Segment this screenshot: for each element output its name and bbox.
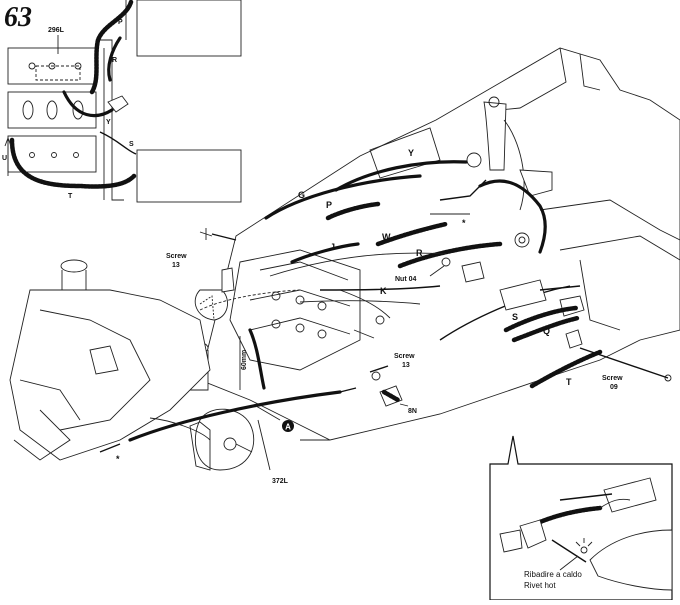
callout-60mm: 60mm xyxy=(241,350,248,370)
inset-box-lower xyxy=(136,149,242,203)
cable-t xyxy=(529,349,603,389)
inset-label-y: Y xyxy=(106,119,111,126)
cable-y xyxy=(334,160,468,192)
callout-screw13-a-line2: 13 xyxy=(172,262,180,269)
callout-screw13-b-line1: Screw xyxy=(394,353,415,360)
label-g: G xyxy=(298,190,305,200)
callout-8n: 8N xyxy=(408,408,417,415)
engine-assembly xyxy=(9,249,585,471)
callout-screw09-line1: Screw xyxy=(602,375,623,382)
cable-w xyxy=(375,221,449,247)
main-labels: Y G P W J R K S Q T * xyxy=(298,148,572,387)
inset-label-r: R xyxy=(112,57,117,64)
label-asterisk: * xyxy=(462,218,466,228)
inset-label-t: T xyxy=(68,193,73,200)
cable-60mm xyxy=(248,328,266,390)
inset-length-label: 296L xyxy=(48,27,65,34)
cable-q xyxy=(511,315,581,343)
marker-a-circle xyxy=(282,420,294,432)
inset-dashed-box xyxy=(35,65,81,81)
cable-s xyxy=(503,305,579,333)
cable-g xyxy=(264,174,422,220)
label-p: P xyxy=(326,200,332,210)
inset-label-s: S xyxy=(129,141,134,148)
cable-k xyxy=(319,285,441,291)
inset-cable-p xyxy=(89,0,134,95)
cable-p xyxy=(325,201,381,221)
inset-cable-t xyxy=(9,137,137,189)
inset-label-p: P xyxy=(118,19,123,26)
inset-bracket xyxy=(107,95,129,113)
callout-screw09-line2: 09 xyxy=(610,384,618,391)
callouts: Screw 13 Nut 04 Screw 13 Screw 09 60mm 8… xyxy=(116,228,623,485)
inset-top-left: 296L P R Y S U T xyxy=(2,0,242,203)
callout-372l: 372L xyxy=(272,478,289,485)
callout-screw13-a-line1: Screw xyxy=(166,253,187,260)
chassis-body xyxy=(199,47,680,441)
inset-cable-r xyxy=(107,36,122,82)
marker-a-text: A xyxy=(285,423,291,432)
inset-box-upper xyxy=(136,0,242,57)
label-r: R xyxy=(416,248,423,258)
label-y: Y xyxy=(408,148,414,158)
label-w: W xyxy=(382,232,391,242)
callout-asterisk-left: * xyxy=(116,454,120,464)
callout-nut04: Nut 04 xyxy=(395,276,417,283)
inset-caption-italian: Ribadire a caldo xyxy=(524,570,582,579)
cable-j xyxy=(290,242,360,264)
cable-372 xyxy=(128,390,342,442)
callout-screw13-b-line2: 13 xyxy=(402,362,410,369)
label-t: T xyxy=(566,377,572,387)
inset-cable-y xyxy=(62,90,114,118)
step-number: 63 xyxy=(4,2,32,33)
cable-r xyxy=(397,241,503,269)
cables xyxy=(99,160,603,453)
inset-bottom-right: Ribadire a caldo Rivet hot xyxy=(489,435,673,601)
label-q: Q xyxy=(543,326,550,336)
label-j: J xyxy=(330,242,335,252)
inset-caption-english: Rivet hot xyxy=(524,581,556,590)
inset-cable-s xyxy=(99,131,137,155)
label-s: S xyxy=(512,312,518,322)
inset-label-u: U xyxy=(2,155,7,162)
label-k: K xyxy=(380,286,387,296)
